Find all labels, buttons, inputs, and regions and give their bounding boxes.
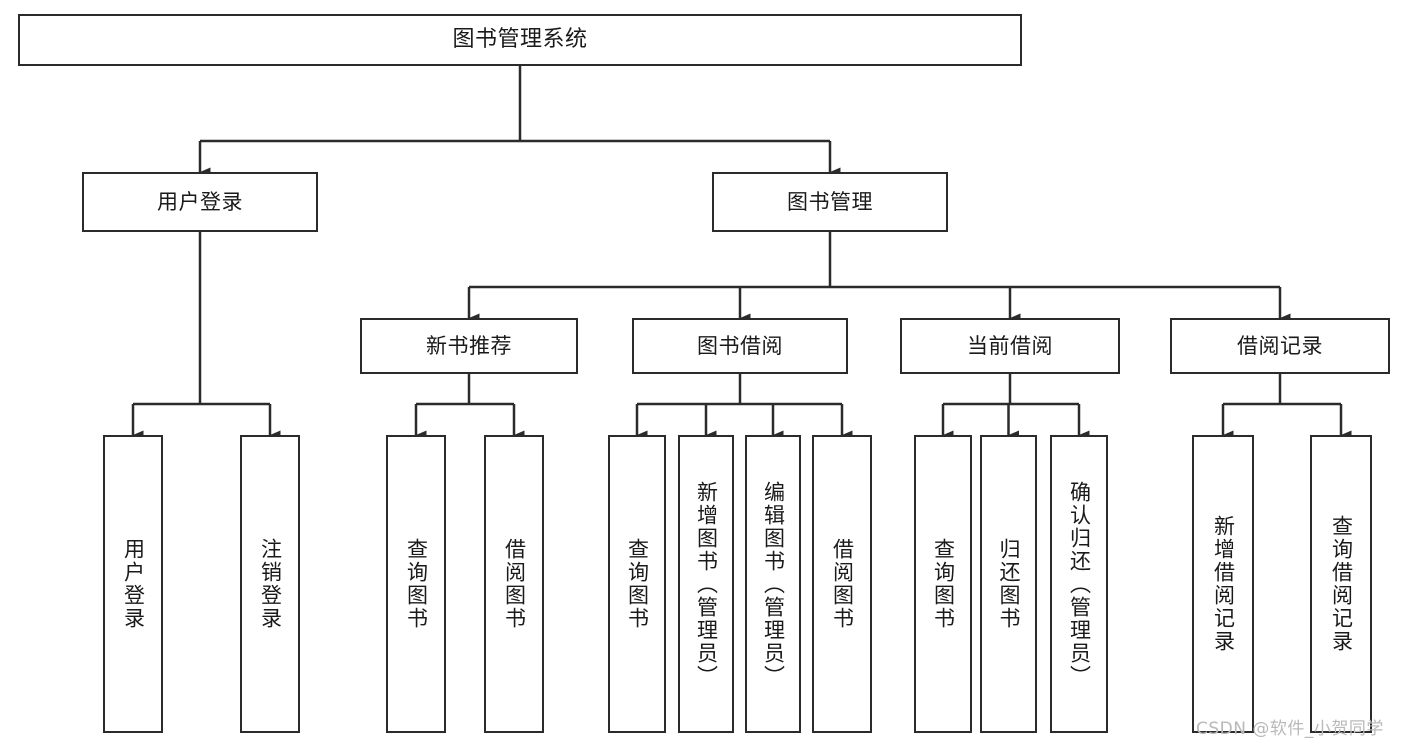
node-label: 借阅记录	[1237, 333, 1323, 358]
node-label: 编辑图书（管理员）	[761, 480, 786, 688]
node-login[interactable]: 用户登录	[82, 172, 318, 232]
node-label: 借阅图书	[502, 538, 527, 630]
node-label: 查询图书	[625, 538, 650, 630]
node-label: 用户登录	[157, 189, 243, 214]
node-label: 当前借阅	[967, 333, 1053, 358]
node-leaf-8[interactable]: 借阅图书	[812, 435, 872, 733]
node-leaf-7[interactable]: 编辑图书（管理员）	[745, 435, 801, 733]
node-label: 用户登录	[121, 538, 146, 630]
node-label: 查询图书	[404, 538, 429, 630]
node-leaf-5[interactable]: 查询图书	[608, 435, 666, 733]
node-label: 新书推荐	[426, 333, 512, 358]
node-label: 新增借阅记录	[1211, 515, 1236, 653]
node-label: 查询图书	[931, 538, 956, 630]
node-label: 查询借阅记录	[1329, 515, 1354, 653]
node-leaf-9[interactable]: 查询图书	[914, 435, 972, 733]
node-leaf-12[interactable]: 新增借阅记录	[1192, 435, 1254, 733]
node-records[interactable]: 借阅记录	[1170, 318, 1390, 374]
node-label: 新增图书（管理员）	[694, 480, 719, 688]
node-label: 图书管理	[787, 189, 873, 214]
node-label: 借阅图书	[830, 538, 855, 630]
node-label: 确认归还（管理员）	[1067, 480, 1092, 688]
node-newbook[interactable]: 新书推荐	[360, 318, 578, 374]
node-current[interactable]: 当前借阅	[900, 318, 1120, 374]
node-label: 图书管理系统	[452, 27, 588, 53]
node-leaf-3[interactable]: 查询图书	[386, 435, 446, 733]
node-leaf-10[interactable]: 归还图书	[980, 435, 1037, 733]
node-bookmgmt[interactable]: 图书管理	[712, 172, 948, 232]
node-leaf-11[interactable]: 确认归还（管理员）	[1050, 435, 1108, 733]
node-label: 注销登录	[258, 538, 283, 630]
node-leaf-2[interactable]: 注销登录	[240, 435, 300, 733]
node-label: 图书借阅	[697, 333, 783, 358]
node-root[interactable]: 图书管理系统	[18, 14, 1022, 66]
node-leaf-13[interactable]: 查询借阅记录	[1310, 435, 1372, 733]
node-leaf-4[interactable]: 借阅图书	[484, 435, 544, 733]
csdn-watermark: CSDN @软件_小贺同学	[1196, 719, 1384, 739]
node-leaf-1[interactable]: 用户登录	[103, 435, 163, 733]
node-label: 归还图书	[997, 538, 1021, 630]
node-leaf-6[interactable]: 新增图书（管理员）	[678, 435, 734, 733]
node-borrow[interactable]: 图书借阅	[632, 318, 848, 374]
